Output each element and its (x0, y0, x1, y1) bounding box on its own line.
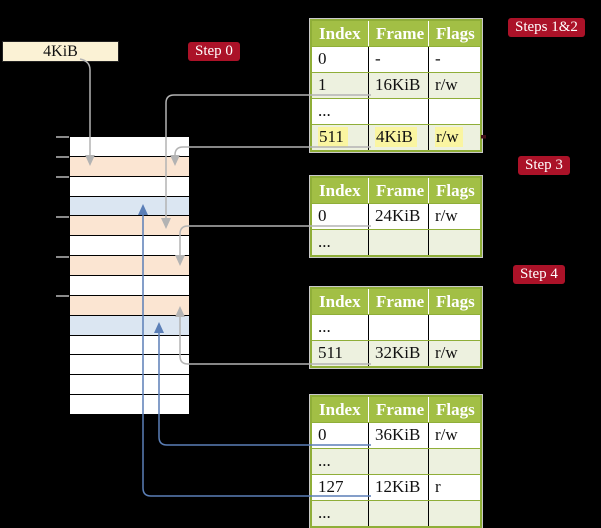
table-cell (428, 501, 480, 526)
memory-tick (56, 156, 69, 158)
step-label-0: Step 0 (188, 42, 240, 61)
table-header-cell: Flags (428, 178, 480, 203)
table-cell: ... (318, 317, 331, 336)
memory-tick (56, 216, 69, 218)
memory-row-10 (70, 335, 189, 356)
memory-row-5 (70, 236, 189, 257)
table-header-cell: Frame (368, 21, 428, 46)
table-cell: 0 (318, 49, 327, 68)
highlighted-value: r/w (435, 127, 463, 147)
table-cell: r/w (428, 423, 480, 448)
table-cell: ... (318, 451, 331, 470)
table-cell: r/w (428, 341, 480, 366)
table-cell (428, 99, 480, 124)
memory-row-6 (70, 256, 189, 277)
memory-row-4 (70, 216, 189, 237)
table-cell (428, 449, 480, 474)
table-cell: ... (318, 503, 331, 522)
table-cell: ... (318, 232, 331, 251)
table-cell (368, 230, 428, 255)
table-header-cell: Frame (368, 178, 428, 203)
table-header-cell: Index (319, 400, 361, 419)
table-cell: - (368, 47, 428, 72)
table-cell (428, 230, 480, 255)
physical-memory-column (69, 136, 190, 415)
table-cell: 511 (312, 125, 368, 150)
table-row: ... (312, 314, 480, 340)
memory-row-1 (70, 156, 189, 177)
memory-tick (56, 176, 69, 178)
memory-row-13 (70, 395, 189, 415)
table-cell: 0 (318, 206, 327, 225)
table-cell (368, 99, 428, 124)
frame-address-label: 4KiB (43, 42, 78, 60)
memory-tick (56, 256, 69, 258)
highlighted-value: 4KiB (375, 127, 417, 147)
table-header-cell: Flags (428, 397, 480, 422)
table-cell: 24KiB (368, 204, 428, 229)
table-header-cell: Index (319, 181, 361, 200)
table-cell: 36KiB (368, 423, 428, 448)
step-label-4: Step 4 (513, 265, 565, 284)
table-row: ... (312, 448, 480, 474)
table-cell: r/w (428, 125, 480, 150)
highlighted-value: 511 (318, 127, 348, 147)
memory-row-12 (70, 375, 189, 396)
table-cell: 32KiB (368, 341, 428, 366)
table-cell: 16KiB (368, 73, 428, 98)
table-row: 0 -- (312, 46, 480, 72)
memory-row-0 (70, 137, 189, 157)
table-cell: 511 (318, 343, 343, 362)
table-cell: r/w (428, 204, 480, 229)
memory-row-2 (70, 176, 189, 197)
table-cell: r/w (428, 73, 480, 98)
table-cell: ... (318, 101, 331, 120)
memory-tick (56, 295, 69, 297)
table-cell: 1 (318, 75, 327, 94)
table-cell: 12KiB (368, 475, 428, 500)
frame-address-box: 4KiB (2, 41, 119, 62)
table-header-cell: Frame (368, 289, 428, 314)
memory-row-9 (70, 315, 189, 336)
table-header-cell: Frame (368, 397, 428, 422)
memory-row-8 (70, 295, 189, 316)
table-cell (368, 501, 428, 526)
table-cell (368, 315, 428, 340)
table-cell: r (428, 475, 480, 500)
step-label-3: Step 3 (518, 156, 570, 175)
memory-row-11 (70, 355, 189, 376)
table-cell: - (428, 47, 480, 72)
step-label-1-2: Steps 1&2 (508, 18, 585, 37)
table-cell: 4KiB (368, 125, 428, 150)
table-cell: 127 (318, 477, 344, 496)
table-cell: 0 (318, 425, 327, 444)
table-cell (368, 449, 428, 474)
table-header-cell: Flags (428, 289, 480, 314)
table-cell (428, 315, 480, 340)
table-row: ... (312, 98, 480, 124)
table-row: ... (312, 500, 480, 526)
memory-row-3 (70, 196, 189, 217)
table-row: 511 4KiB r/w (312, 124, 480, 150)
table-header-cell: Index (319, 292, 361, 311)
memory-tick (56, 136, 69, 138)
table-header-cell: Index (319, 24, 361, 43)
memory-row-7 (70, 276, 189, 296)
table-header-cell: Flags (428, 21, 480, 46)
table-row: ... (312, 229, 480, 255)
